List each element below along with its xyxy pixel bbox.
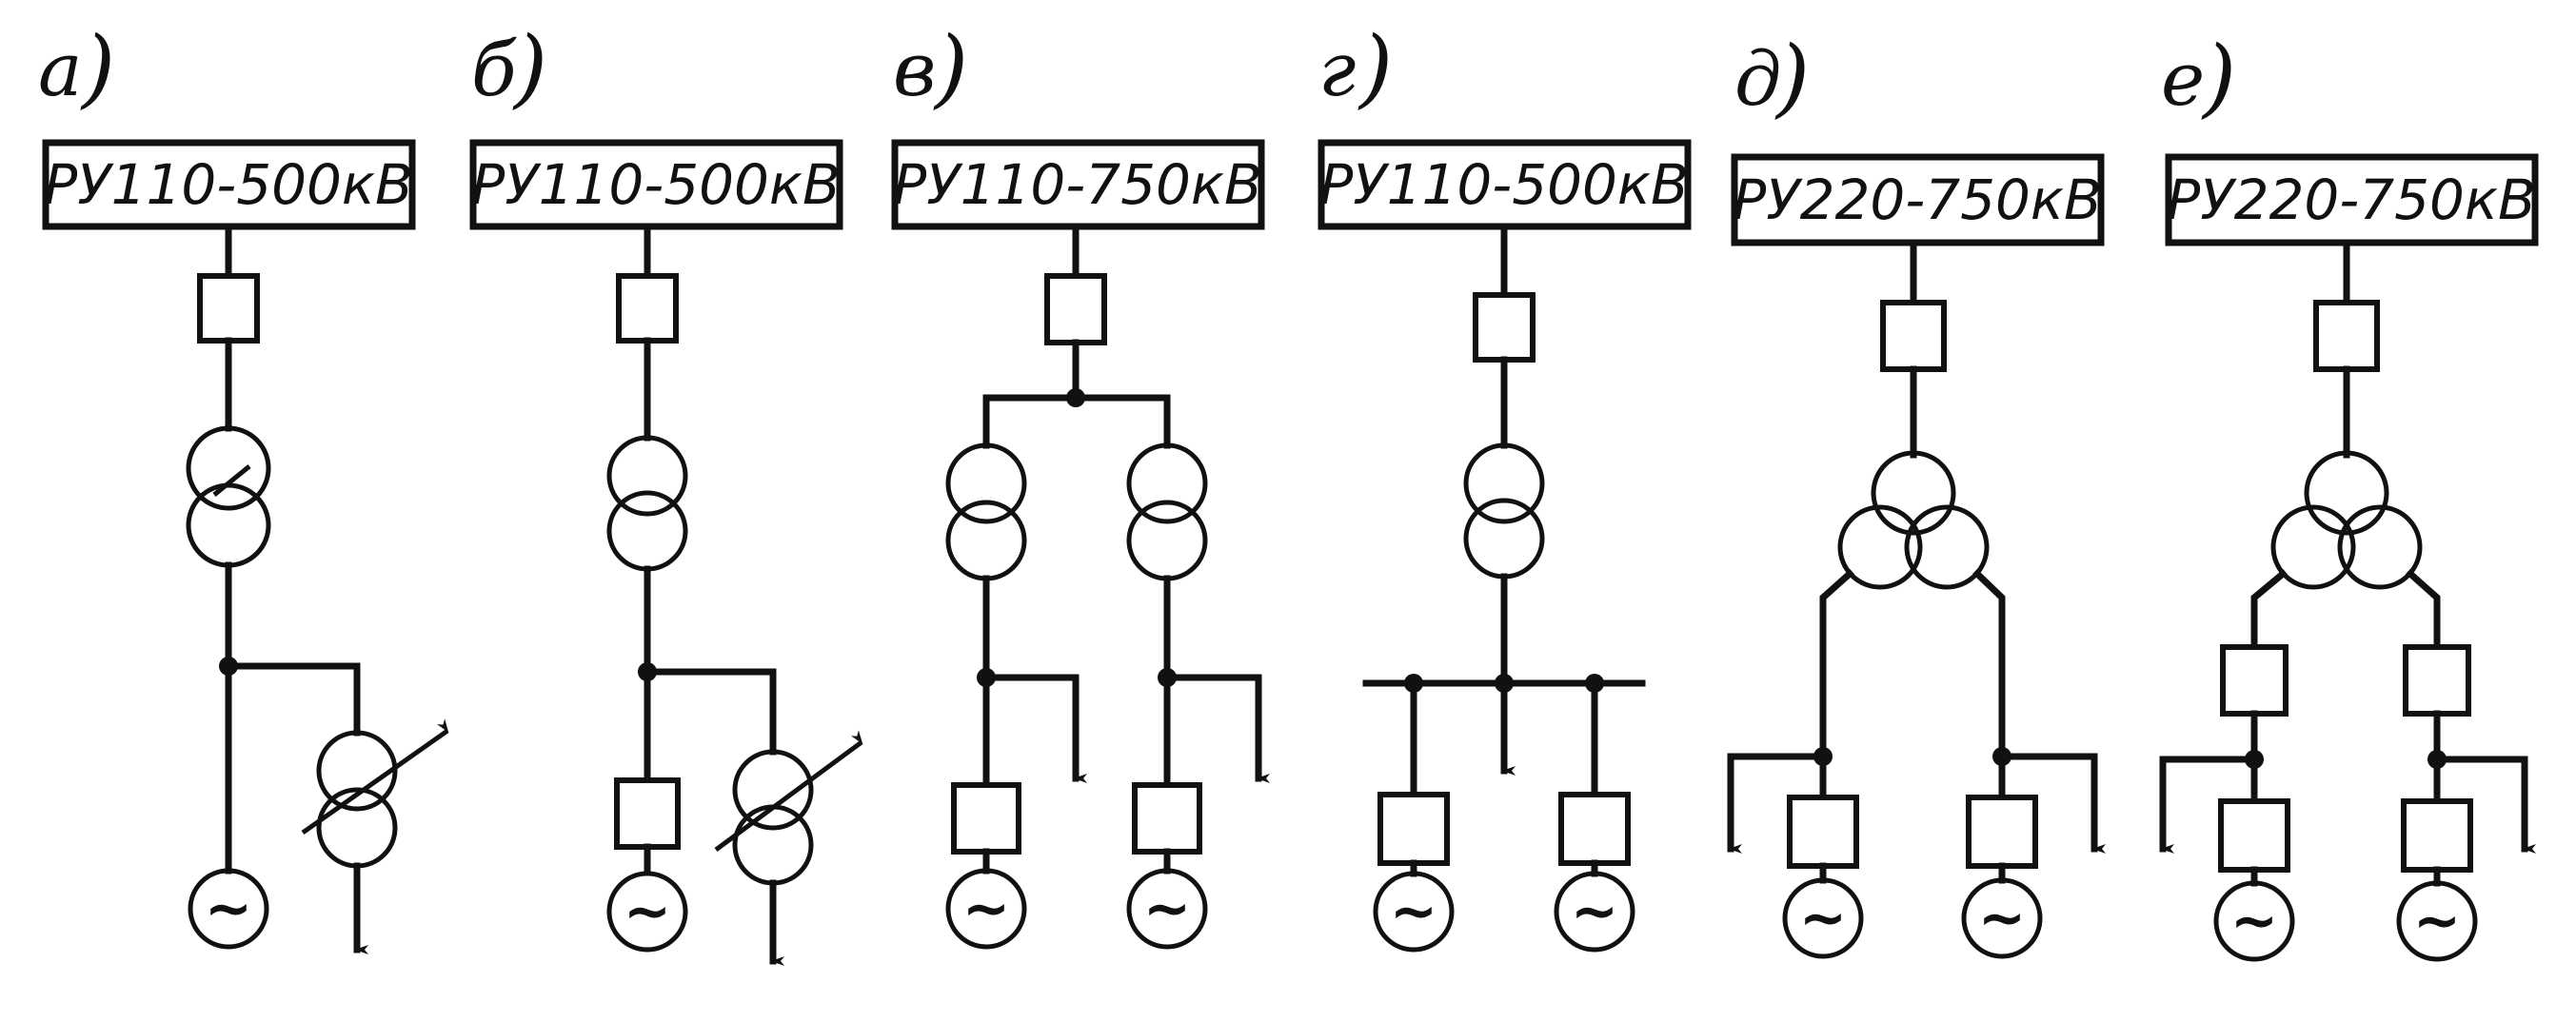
panel-d-generator-breaker-2 — [1558, 792, 1631, 866]
panel-e-transformer-winding-mv — [1837, 504, 1923, 590]
panel-f-label: РУ220-750кВ — [2167, 167, 2535, 232]
panel-d-paren: ) — [1357, 18, 1393, 118]
panel-f-generator-breaker-2 — [2401, 798, 2473, 873]
panel-d-label-frame — [1318, 139, 1692, 230]
panel-c-transformer-1-winding-2 — [945, 500, 1027, 581]
panel-f-generator-1-symbol: ~ — [2230, 888, 2278, 954]
panel-a-generator — [188, 868, 269, 950]
panel-f: е ) РУ220-750кВ ~ ~ — [2159, 28, 2539, 962]
panel-d-transformer-winding-2 — [1463, 498, 1545, 580]
panel-d-generator-2 — [1554, 871, 1635, 953]
panel-e-generator-breaker-2 — [1966, 795, 2038, 869]
panel-a-letter: а — [38, 28, 83, 113]
panel-e-label-frame — [1731, 153, 2105, 246]
panel-b-transformer-winding-1 — [606, 435, 688, 517]
panel-f-generator-1 — [2213, 880, 2295, 962]
panel-f-paren: ) — [2201, 28, 2236, 128]
panel-f-generator-breaker-1 — [2218, 798, 2290, 873]
panel-f-letter: е — [2161, 37, 2205, 123]
panel-f-lv-breaker — [2403, 644, 2471, 717]
panel-a-breaker — [197, 273, 260, 344]
panel-f-left-lead — [2250, 569, 2288, 651]
panel-e-generator-1 — [1782, 877, 1864, 959]
panel-f-breaker — [2313, 300, 2380, 372]
panel-d-generator-breaker-1 — [1377, 792, 1450, 866]
panel-a-aux-transformer-winding-2 — [316, 787, 398, 869]
panel-e-generator-1-symbol: ~ — [1799, 885, 1847, 952]
panel-f-transformer-winding-mv — [2270, 504, 2356, 590]
panel-e-generator-2 — [1961, 877, 2043, 959]
panel-a-regulation-mark — [212, 464, 251, 497]
panel-c-paren: ) — [933, 18, 968, 118]
panel-e-letter: д — [1734, 37, 1781, 123]
panel-f-mv-breaker — [2220, 644, 2289, 717]
panel-f-transformer-winding-hv — [2304, 450, 2389, 536]
panel-b: б ) РУ110-500кВ ~ — [469, 18, 863, 966]
panel-b-aux-regulation-arrow — [714, 730, 863, 853]
panel-b-generator-symbol: ~ — [624, 878, 671, 945]
panel-e-generator-2-symbol: ~ — [1978, 885, 2026, 952]
panel-b-aux-transformer-winding-2 — [732, 804, 814, 886]
panel-c-generator-1-symbol: ~ — [962, 875, 1010, 942]
panel-f-generator-2-symbol: ~ — [2413, 888, 2461, 954]
panel-c-generator-breaker-2 — [1132, 782, 1202, 855]
panel-a-transformer-winding-2 — [186, 482, 271, 568]
panel-c-label: РУ110-750кВ — [893, 152, 1261, 217]
panel-a-transformer-winding-1 — [186, 425, 271, 511]
panel-c-transformer-2-winding-2 — [1126, 500, 1208, 581]
panel-f-right-lead — [2406, 569, 2441, 651]
panel-c-transformer-1-winding-1 — [945, 442, 1027, 524]
panel-d-breaker — [1473, 292, 1536, 363]
panel-b-letter: б — [471, 28, 517, 113]
panel-d-generator-2-symbol: ~ — [1571, 878, 1618, 945]
panel-e-transformer-winding-hv — [1871, 450, 1956, 536]
panel-e-label: РУ220-750кВ — [1733, 167, 2101, 232]
panel-e-breaker — [1880, 300, 1947, 372]
panel-f-generator-2 — [2396, 880, 2478, 962]
panel-a: а ) РУ110-500кВ ~ — [38, 18, 449, 954]
panel-c-generator-1 — [945, 868, 1027, 950]
panel-b-transformer-winding-2 — [606, 490, 688, 572]
panel-a-aux-transformer-winding-1 — [316, 730, 398, 812]
panel-c-generator-2-symbol: ~ — [1143, 875, 1191, 942]
panel-c: в ) РУ110-750кВ ~ ~ — [891, 18, 1270, 950]
panel-b-generator — [606, 871, 688, 953]
panel-e-generator-breaker-1 — [1787, 795, 1859, 869]
panel-b-label-frame — [469, 139, 843, 230]
panel-d-label: РУ110-500кВ — [1319, 152, 1688, 217]
panel-c-transformer-2-winding-1 — [1126, 442, 1208, 524]
panel-b-breaker — [616, 273, 679, 344]
panel-c-letter: в — [893, 28, 936, 113]
panel-d-transformer-winding-1 — [1463, 442, 1545, 524]
panel-c-generator-breaker-1 — [951, 782, 1021, 855]
panel-b-aux-transformer-winding-1 — [732, 749, 814, 831]
panel-a-paren: ) — [80, 18, 115, 118]
panel-e-transformer-winding-lv — [1904, 504, 1990, 590]
panel-e: д ) РУ220-750кВ ~ ~ — [1727, 28, 2106, 959]
panel-d-generator-1 — [1373, 871, 1455, 953]
panel-e-left-lead — [1819, 569, 1854, 765]
panel-a-aux-regulation-arrow — [301, 718, 449, 835]
panel-b-label: РУ110-500кВ — [471, 152, 840, 217]
panel-d-node — [1495, 674, 1514, 693]
panel-c-generator-2 — [1126, 868, 1208, 950]
panel-c-breaker — [1044, 273, 1107, 345]
panel-b-generator-breaker — [614, 777, 681, 850]
panel-f-label-frame — [2165, 153, 2539, 246]
panel-e-paren: ) — [1774, 28, 1810, 128]
panel-a-generator-symbol: ~ — [205, 875, 252, 942]
panel-d-generator-1-symbol: ~ — [1390, 878, 1437, 945]
panel-a-label: РУ110-500кВ — [44, 152, 412, 217]
panel-f-transformer-winding-lv — [2337, 504, 2423, 590]
panel-e-right-lead — [1972, 569, 2006, 765]
panel-d-letter: г — [1318, 28, 1356, 113]
panel-d: г ) РУ110-500кВ ~ ~ — [1318, 18, 1692, 953]
panel-b-paren: ) — [512, 18, 547, 118]
